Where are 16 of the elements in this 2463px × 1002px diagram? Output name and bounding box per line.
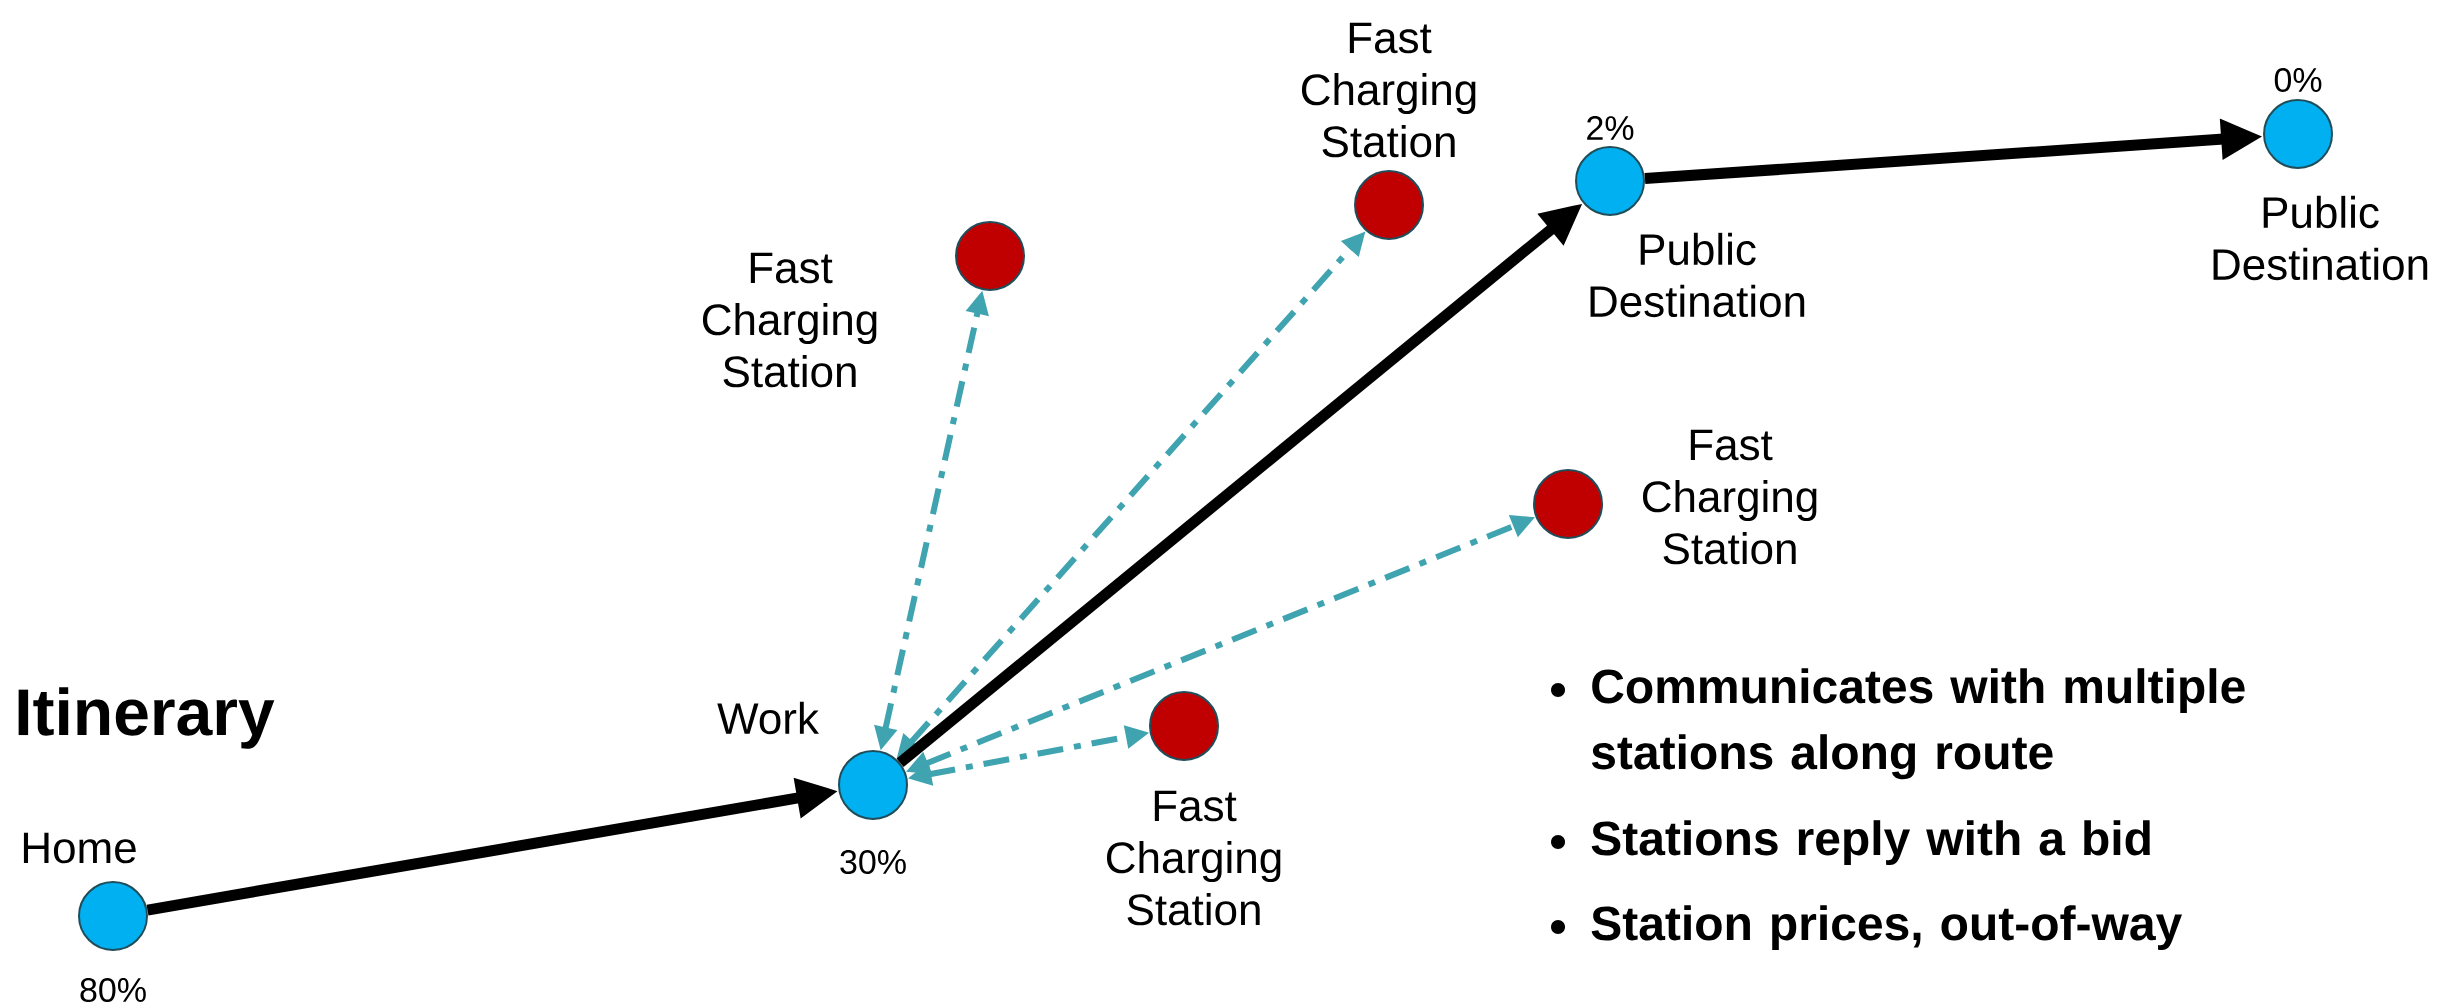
place-label: Fast Charging Station	[1106, 790, 1281, 926]
place-label: Fast Charging Station	[1643, 429, 1817, 565]
bullet-text: Stations reply with a bid	[1591, 820, 2150, 865]
percent-label: 0%	[2274, 67, 2322, 92]
percent-label: 30%	[840, 849, 906, 875]
place-label: Work	[717, 701, 819, 735]
place-label: Public Destination	[2213, 195, 2428, 281]
bullet-text: Communicates with multiple stations along route	[1591, 668, 2245, 780]
title: Itinerary	[18, 687, 275, 749]
percent-label: 2%	[1587, 116, 1634, 140]
place-label: Fast Charging Station	[1301, 22, 1476, 158]
bullet-text: Station prices, out-of-way	[1591, 905, 2182, 950]
percent-label: 80%	[80, 977, 146, 1002]
place-label: Home	[23, 832, 136, 864]
place-label: Fast Charging Station	[702, 252, 877, 388]
place-label: Public Destination	[1590, 232, 1805, 318]
